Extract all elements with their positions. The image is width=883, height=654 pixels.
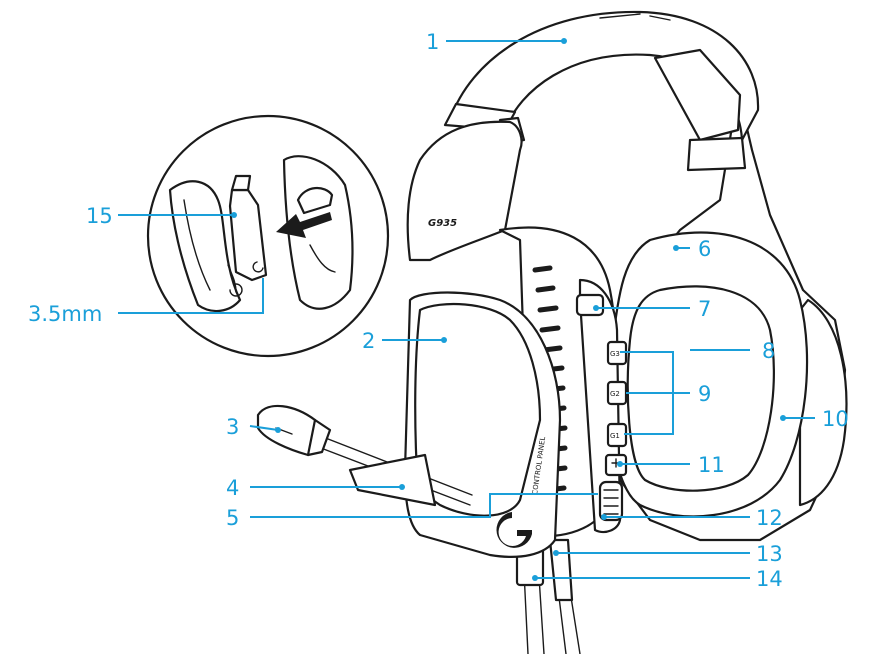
callout-labels: 1 2 3 4 5 6 7 8 9 10 11 12 13 14 15 3.5m… bbox=[28, 30, 849, 591]
inset-detail bbox=[146, 114, 390, 358]
mic-mute-button[interactable] bbox=[575, 293, 605, 317]
front-plate: CONTROL PANEL bbox=[403, 291, 562, 558]
callout-15: 15 bbox=[86, 204, 113, 228]
inset-slot bbox=[296, 187, 334, 215]
leader-dots bbox=[231, 38, 786, 581]
callout-6: 6 bbox=[698, 237, 711, 261]
callout-14: 14 bbox=[756, 567, 783, 591]
rear-earcup bbox=[608, 88, 848, 542]
callout-7: 7 bbox=[698, 297, 711, 321]
microphone-boom bbox=[256, 404, 473, 507]
mic-arm-base bbox=[348, 453, 437, 507]
rear-earcup-rim bbox=[798, 298, 848, 507]
g1-key-label: G1 bbox=[610, 432, 620, 440]
g2-key-label: G2 bbox=[610, 390, 620, 398]
callout-9: 9 bbox=[698, 382, 711, 406]
model-label: G935 bbox=[428, 218, 457, 229]
headset-illustration: G935 bbox=[256, 10, 848, 654]
callout-1: 1 bbox=[426, 30, 439, 54]
usb-dongle bbox=[228, 188, 268, 282]
callout-4: 4 bbox=[226, 476, 239, 500]
g-keys: G3 G2 G1 bbox=[606, 340, 628, 448]
volume-wheel[interactable] bbox=[598, 480, 624, 522]
g3-key-label: G3 bbox=[610, 350, 620, 358]
leader-lines bbox=[118, 40, 815, 579]
callout-8: 8 bbox=[762, 339, 775, 363]
callout-11: 11 bbox=[698, 453, 725, 477]
inset-left-shell bbox=[168, 180, 242, 313]
callout-3-5mm: 3.5mm bbox=[28, 302, 102, 326]
callout-12: 12 bbox=[756, 506, 783, 530]
usb-dongle-plug bbox=[230, 174, 252, 192]
callout-13: 13 bbox=[756, 542, 783, 566]
insert-arrow-icon bbox=[276, 212, 332, 238]
front-yoke: G935 bbox=[406, 120, 523, 262]
callout-10: 10 bbox=[822, 407, 849, 431]
ear-pad-inner bbox=[626, 285, 775, 492]
callout-3: 3 bbox=[226, 415, 239, 439]
callout-5: 5 bbox=[226, 506, 239, 530]
cable-sleeve bbox=[548, 538, 574, 602]
headband-slider bbox=[686, 136, 747, 172]
headband-outer bbox=[653, 48, 742, 142]
front-plate-inner bbox=[414, 302, 542, 517]
callout-2: 2 bbox=[362, 329, 375, 353]
